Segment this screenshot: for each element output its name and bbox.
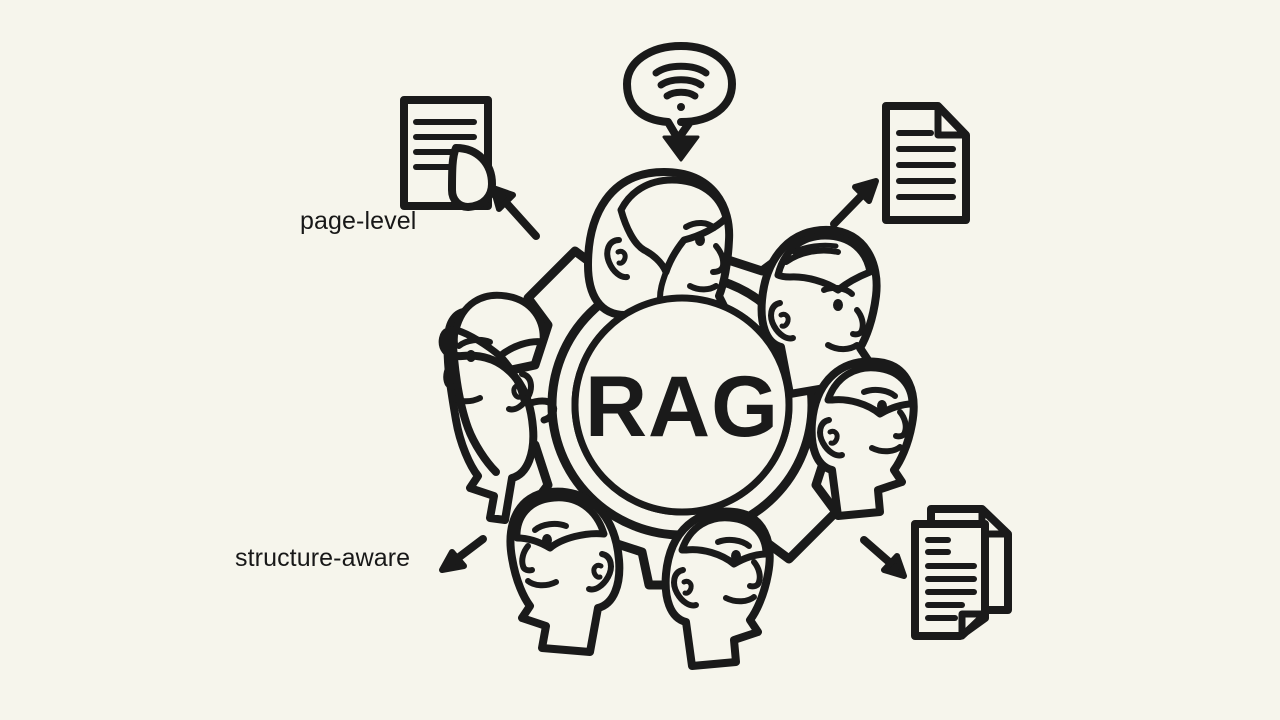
- doc-top-left: [400, 96, 496, 211]
- person-head-top: [584, 168, 734, 334]
- person-head-left: [438, 291, 558, 524]
- label-page-level: page-level: [300, 207, 417, 235]
- doc-bottom-right: [911, 505, 1012, 640]
- person-head-bottom-center: [661, 507, 774, 670]
- label-structure-aware: structure-aware: [235, 544, 411, 572]
- person-head-right: [807, 357, 918, 520]
- arrow-up-left: [490, 185, 540, 240]
- gear-inner-circle: [571, 294, 793, 516]
- rag-center-label: RAG: [585, 359, 779, 455]
- doc-top-right: [882, 102, 970, 224]
- person-head-bottom-left: [506, 487, 624, 656]
- arrow-down-right: [860, 536, 907, 579]
- arrow-down-left: [439, 535, 487, 573]
- person-head-upper-right: [757, 225, 881, 398]
- arrow-up-right: [830, 178, 879, 228]
- down-triangle-icon: [662, 135, 700, 162]
